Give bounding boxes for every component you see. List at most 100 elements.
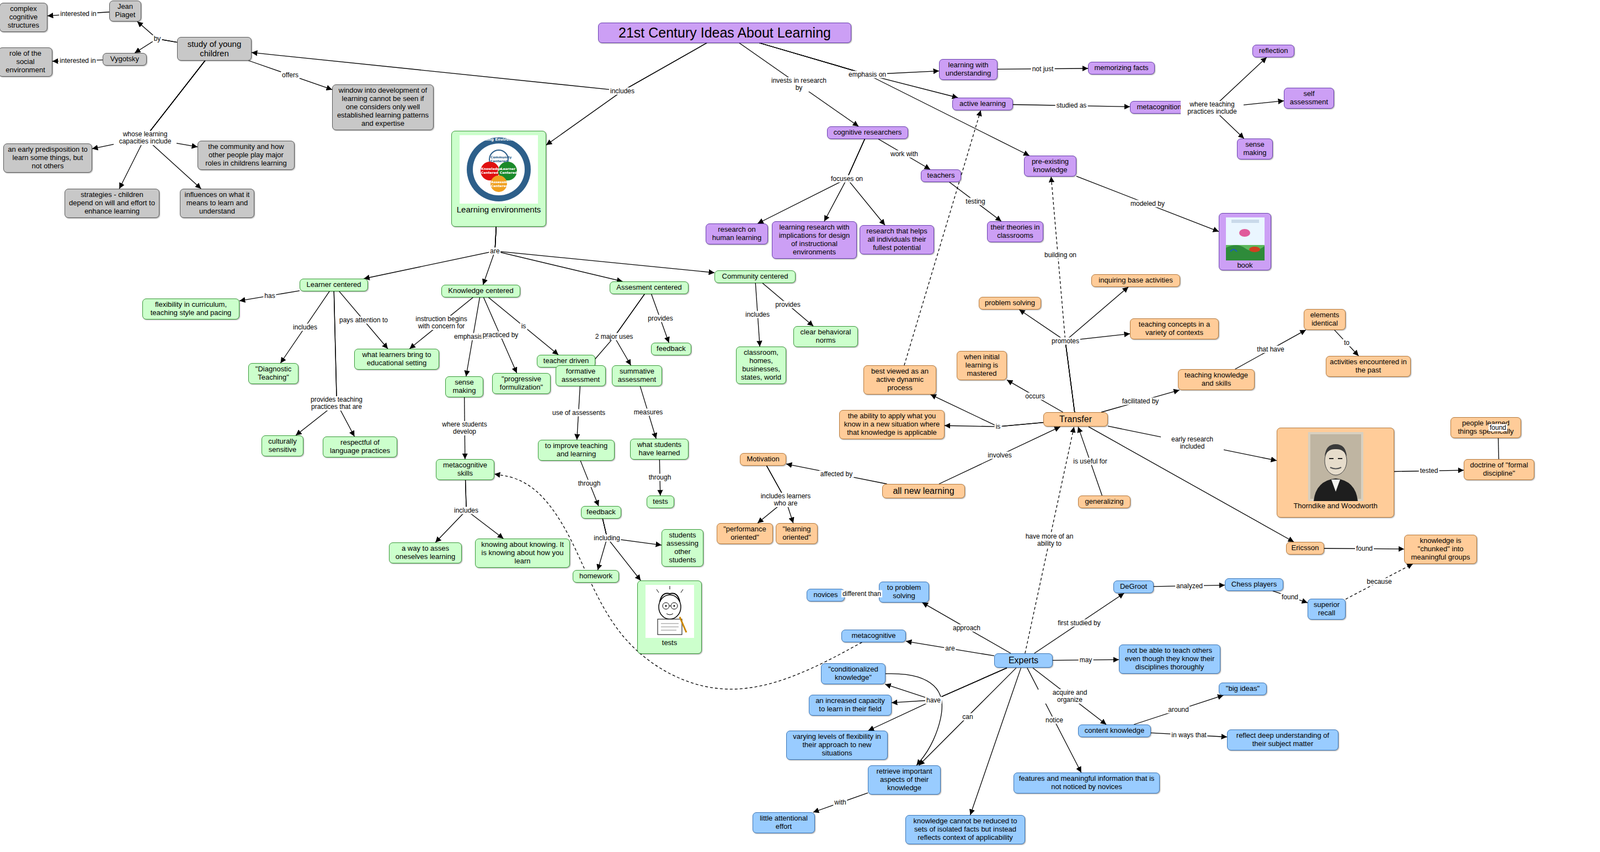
node-text: respectful of language practices [326,438,394,456]
edge-label: are [488,247,501,255]
illustration-part [656,585,684,593]
concept-box: learning research with implications for … [771,221,857,259]
node-text: flexibility in curriculum, teaching styl… [145,300,237,318]
node-text: Chess players [1228,580,1280,589]
connector [92,60,206,149]
edge-label: tested [1419,467,1440,475]
edge-label: through [647,473,673,482]
illustration [1225,217,1265,261]
concept-box: tests [646,495,675,509]
connector [488,297,559,355]
concept-box: knowing about knowing. It is knowing abo… [475,538,570,568]
edge-label: testing [964,198,986,206]
connector [1006,380,1064,413]
edge-label: promotes [1050,337,1081,345]
node-text: Transfer [1046,414,1105,425]
concept-box: what learners bring to educational setti… [354,348,440,370]
node-text: teacher driven [540,356,592,366]
connector [1034,593,1125,654]
edge-label: to [1342,339,1351,347]
node-text: homework [576,572,616,581]
illustration-part [659,593,680,602]
illustration [645,584,695,638]
edge-label: invests in research by [767,77,831,92]
concept-box: not be able to teach others even though … [1118,644,1221,674]
illustration-part [1225,217,1265,261]
connector [757,139,865,224]
connector [1235,329,1306,370]
edge-label: whose learning capacities include [113,130,177,146]
illustration-part [1308,432,1364,501]
concept-box: feedback [580,505,622,519]
edge-label: measures [632,408,665,416]
connector [944,422,1044,428]
concept-box: knowledge cannot be reduced to sets of i… [905,814,1026,845]
node-text: metacognition [1133,103,1186,112]
edge-label: in ways that [1170,731,1208,739]
node-text: to problem solving [882,583,926,601]
connector [885,673,942,766]
concept-box: respectful of language practices [322,436,398,458]
edge-label: first studied by [1056,619,1102,627]
illustration-part [1308,432,1364,501]
node-text: research on human learning [708,225,765,243]
edge-label: practiced by [481,331,520,339]
node-text: complex cognitive structures [2,4,45,30]
connector [824,139,865,222]
concept-box: clear behavioral norms [793,326,858,348]
concept-box: metacognitive skills [435,459,495,480]
node-text: elements identical [1307,311,1343,328]
node-text: Learning environments [454,204,543,215]
edge-label: including [592,534,621,542]
concept-box: Vygotsky [102,52,147,66]
connector [878,139,931,170]
connector [1334,329,1359,356]
node-text: knowing about knowing. It is knowing abo… [478,540,567,566]
concept-box: window into development of learning cann… [332,84,434,131]
illustration-part [645,584,695,638]
concept-box: study of young children [177,36,252,61]
connector [1032,667,1107,725]
concept-box: sense making [1236,138,1273,160]
node-text: formative assessment [558,367,603,384]
connector [494,473,862,690]
connector [483,226,497,285]
node-text: Vygotsky [105,55,144,64]
concept-box: active learning [952,97,1013,111]
node-text: "big ideas" [1222,684,1264,693]
node-text: novices [809,590,842,600]
node-text: knowledge is "chunked" into meaningful g… [1407,536,1474,562]
node-text: memorizing facts [1091,64,1152,73]
concept-box: Transfer [1043,412,1108,427]
edge-label: found [1488,424,1508,432]
concept-box: what students have learned [630,438,689,460]
connector [813,792,868,813]
concept-box: reflection [1252,44,1295,58]
illustration-part [472,143,525,196]
node-text: learning research with implications for … [775,223,854,257]
edge-label: is [994,423,1002,431]
connector [494,226,623,282]
concept-box: feedback [651,342,692,356]
concept-box: an early predisposition to learn some th… [3,143,93,173]
edge-label: have more of an ability to [1017,532,1081,548]
node-text: varying levels of flexibility in their a… [789,732,885,758]
edge-label: includes [609,87,636,95]
connector [918,667,1016,766]
node-text: feedback [584,508,618,517]
node-text: sense making [1240,140,1270,158]
connector [1272,590,1308,603]
concept-box: to problem solving [878,581,930,603]
node-text: window into development of learning cann… [335,86,431,128]
connector [546,43,707,146]
node-text: little attentional effort [755,814,812,831]
concept-box: a way to asses oneselves learning [388,542,462,564]
connector [786,464,887,484]
edge-label: includes [291,323,319,332]
illustration-label: Assessment Centered [491,180,507,188]
node-text: "performance oriented" [720,525,770,542]
concept-box: an increased capacity to learn in their … [808,694,892,716]
node-text: when initial learning is mastered [960,353,1004,378]
edge-label: building on [1043,251,1078,259]
